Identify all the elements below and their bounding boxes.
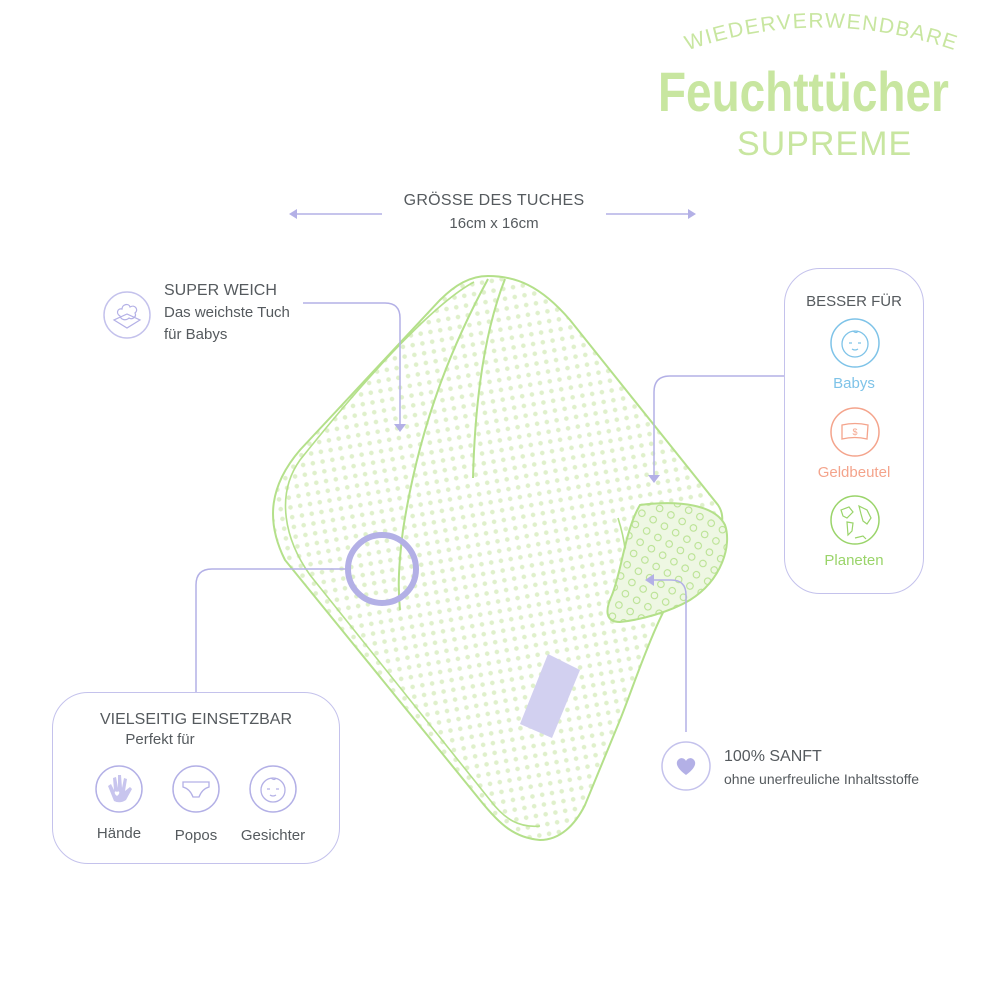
better-for-planeten: Planeten bbox=[824, 552, 884, 569]
cloud-pillow-icon bbox=[103, 291, 151, 339]
better-for-panel bbox=[784, 268, 924, 594]
arrow-down-icon bbox=[394, 424, 406, 432]
brand-subtitle: SUPREME bbox=[737, 125, 913, 163]
better-for-geldbeutel: Geldbeutel bbox=[817, 464, 891, 481]
gentle-subtitle: ohne unerfreuliche Inhaltsstoffe bbox=[724, 771, 920, 787]
baby-face-icon bbox=[830, 318, 880, 368]
soft-title: SUPER WEICH bbox=[164, 282, 277, 299]
versatile-title: VIELSEITIG EINSETZBAR bbox=[99, 711, 293, 728]
svg-text:$: $ bbox=[852, 427, 857, 437]
versatile-panel bbox=[52, 692, 340, 864]
versatile-popos: Popos bbox=[174, 827, 218, 844]
size-title: GRÖSSE DES TUCHES bbox=[403, 192, 585, 209]
brand-title: Feuchttücher bbox=[658, 60, 949, 123]
brand-arc-text: WIEDERVERWENDBARE bbox=[682, 9, 960, 55]
size-arrows bbox=[289, 209, 696, 219]
arrow-left-icon bbox=[289, 209, 297, 219]
baby-face-icon bbox=[249, 765, 297, 813]
versatile-haende: Hände bbox=[96, 825, 142, 842]
soft-line1: Das weichste Tuch bbox=[164, 304, 290, 321]
gentle-title: 100% SANFT bbox=[724, 748, 822, 765]
soft-line2: für Babys bbox=[164, 326, 228, 343]
arrow-right-icon bbox=[688, 209, 696, 219]
better-for-title: BESSER FÜR bbox=[806, 293, 902, 310]
diaper-icon bbox=[172, 765, 220, 813]
better-for-babys: Babys bbox=[833, 375, 875, 392]
heart-icon bbox=[661, 741, 711, 791]
arrow-down-icon bbox=[648, 475, 660, 483]
size-value: 16cm x 16cm bbox=[449, 215, 539, 232]
hand-heart-icon bbox=[95, 765, 143, 813]
versatile-subtitle: Perfekt für bbox=[125, 731, 195, 748]
money-bill-icon: $ bbox=[830, 407, 880, 457]
versatile-gesichter: Gesichter bbox=[240, 827, 306, 844]
globe-icon bbox=[830, 495, 880, 545]
arrow-left-icon bbox=[645, 574, 654, 586]
